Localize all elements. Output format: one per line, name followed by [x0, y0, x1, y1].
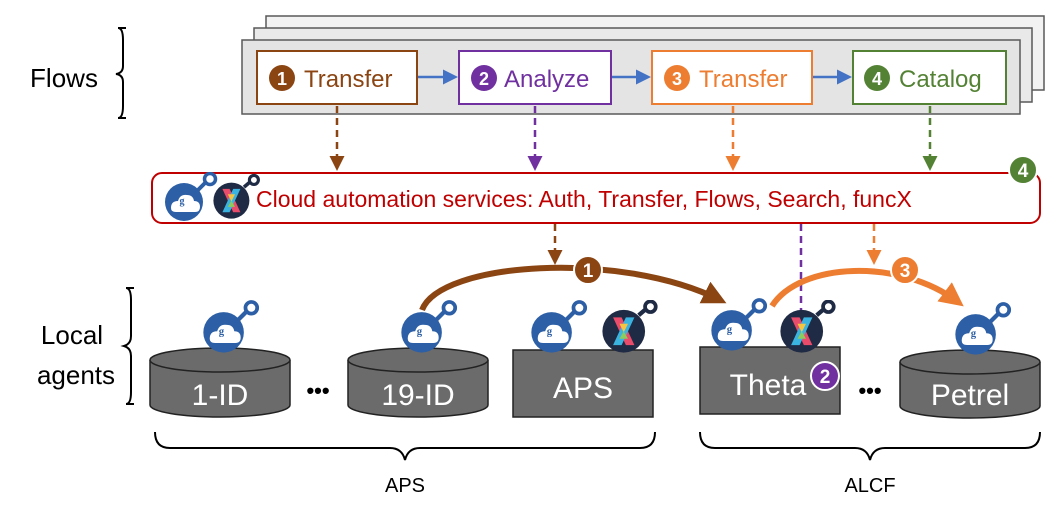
- flow-step-1-label: Transfer: [304, 66, 392, 93]
- transfer-arc-1: [419, 264, 727, 312]
- svg-text:4: 4: [1018, 161, 1029, 182]
- funcx-agent-icon-theta: [780, 301, 833, 352]
- globus-agent-icon-19-id: [401, 302, 455, 353]
- storage-19-id-label: 19-ID: [381, 379, 454, 412]
- ellipsis-right: •••: [858, 378, 881, 403]
- flow-step-3-badge: [664, 65, 690, 91]
- local-agents-label-line1: Local: [41, 320, 103, 350]
- storage-theta-label: Theta: [730, 369, 807, 402]
- svg-text:2: 2: [479, 69, 489, 89]
- aps-group-label: APS: [385, 475, 425, 497]
- local-agents-label-line2: agents: [37, 360, 115, 390]
- storage-petrel-label: Petrel: [931, 379, 1009, 412]
- transfer-arc-1-badge: [573, 255, 603, 285]
- svg-text:3: 3: [672, 69, 682, 89]
- svg-text:1: 1: [277, 69, 287, 89]
- services-text: Cloud automation services: Auth, Transfe…: [256, 186, 912, 212]
- flows-brace: [115, 27, 126, 119]
- globus-agent-icon-theta: [711, 300, 765, 351]
- flow-step-3[interactable]: 3 Transfer: [651, 50, 813, 105]
- transfer-arc-3: [769, 268, 964, 308]
- storage-19-id[interactable]: 19-ID: [347, 347, 489, 418]
- local-agents-brace: [120, 287, 134, 405]
- services-box: [151, 172, 1041, 224]
- storage-petrel[interactable]: Petrel: [899, 349, 1041, 419]
- funcx-agent-icon-aps: [602, 301, 655, 352]
- globus-agent-icon-aps: [531, 302, 585, 353]
- flow-step-2[interactable]: 2 Analyze: [458, 50, 612, 105]
- alcf-group-brace: [699, 431, 1041, 461]
- flow-step-2-label: Analyze: [504, 66, 589, 93]
- theta-badge: [810, 361, 840, 391]
- svg-text:1: 1: [583, 261, 594, 282]
- svg-text:2: 2: [820, 367, 831, 388]
- flow-step-1-badge: [269, 65, 295, 91]
- flow-step-4-label: Catalog: [899, 66, 982, 93]
- svg-text:3: 3: [900, 261, 911, 282]
- transfer-arc-3-badge: [890, 255, 920, 285]
- alcf-group-label: ALCF: [844, 475, 895, 497]
- svg-text:4: 4: [872, 69, 882, 89]
- aps-group-brace: [154, 431, 656, 461]
- storage-1-id-label: 1-ID: [192, 379, 249, 412]
- flow-step-3-label: Transfer: [699, 66, 787, 93]
- storage-aps-label: APS: [553, 372, 613, 405]
- flow-step-1[interactable]: 1 Transfer: [256, 50, 418, 105]
- storage-1-id[interactable]: 1-ID: [149, 347, 291, 418]
- globus-agent-icon-petrel: [955, 304, 1009, 355]
- storage-aps[interactable]: APS: [512, 349, 654, 418]
- flow-step-2-badge: [471, 65, 497, 91]
- flow-step-4-badge: [864, 65, 890, 91]
- flows-label: Flows: [30, 63, 98, 93]
- services-badge: [1008, 155, 1038, 185]
- flow-step-4[interactable]: 4 Catalog: [852, 50, 1007, 105]
- ellipsis-left: •••: [306, 378, 329, 403]
- globus-agent-icon-1-id: [203, 302, 257, 353]
